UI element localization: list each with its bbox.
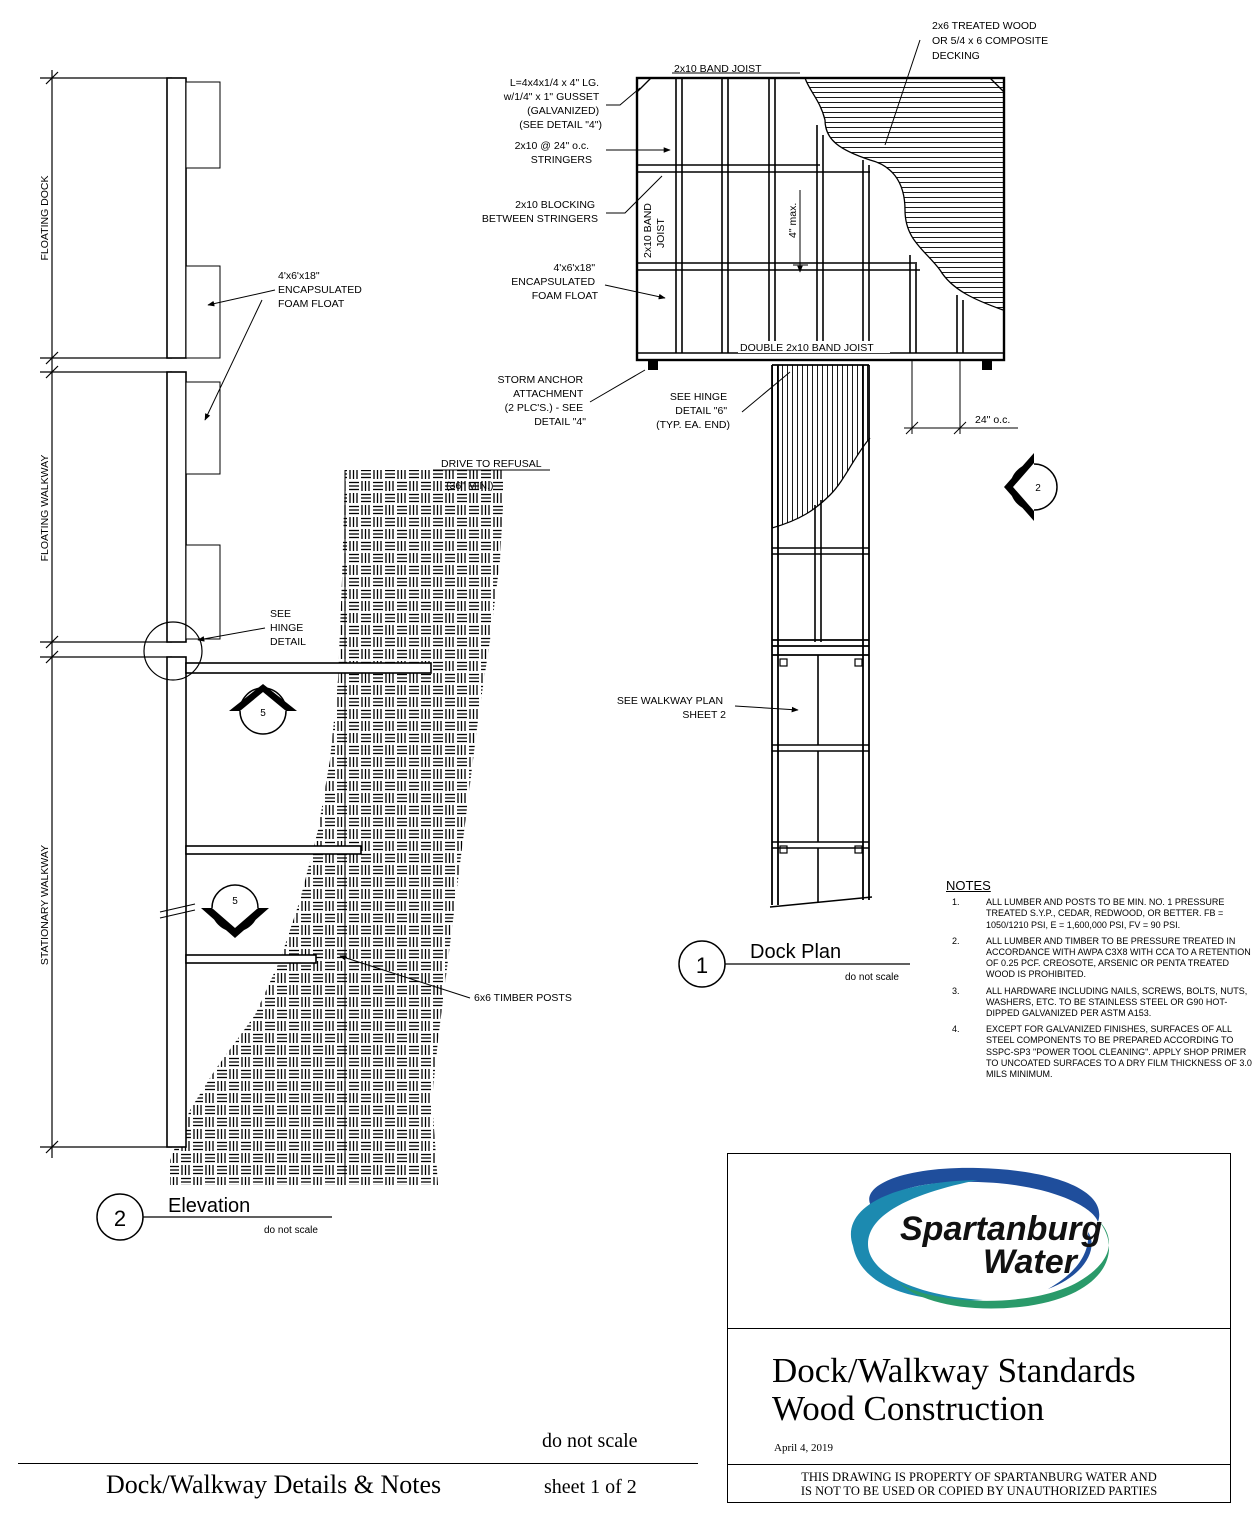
plan-leaders [589, 39, 921, 713]
svg-text:Dock Plan: Dock Plan [750, 941, 841, 963]
svg-text:2: 2 [1035, 483, 1041, 494]
section-marker-upper: 5 [229, 684, 297, 735]
band-joist-side-label-1: 2x10 BAND [642, 203, 654, 258]
storm-anchor-label: STORM ANCHOR ATTACHMENT (2 PLC'S.) - SEE… [498, 374, 587, 428]
walkway-frame [769, 364, 873, 908]
note-item: 4. Except for galvanized finishes, surfa… [946, 1024, 1252, 1080]
hinge-detail-circle [143, 621, 203, 681]
elev-float-label: 4'x6'x18" ENCAPSULATED FOAM FLOAT [278, 270, 365, 310]
svg-text:do not scale: do not scale [264, 1225, 318, 1236]
spacing-label: 24" o.c. [975, 414, 1010, 426]
elevation-view-title: 2 Elevation do not scale [96, 1193, 332, 1241]
note-item: 3. All hardware including nails, screws,… [946, 986, 1252, 1020]
note-number: 4. [952, 1024, 960, 1035]
max-label: 4" max. [787, 203, 799, 238]
elevation-leaders [197, 289, 550, 999]
max-dimension [793, 190, 808, 273]
property-notice-line-2: is not to be used or copied by unauthori… [800, 1484, 1158, 1498]
spartanburg-water-logo: Spartanburg Water [850, 1167, 1110, 1309]
elevation-dimension [40, 70, 172, 1158]
note-item: 1. All lumber and posts to be min. no. 1… [946, 897, 1252, 931]
blocking-label: 2x10 BLOCKING BETWEEN STRINGERS [482, 199, 598, 225]
svg-text:5: 5 [232, 896, 238, 907]
note-item: 2. All lumber and timber to be pressure … [946, 936, 1252, 981]
section-marker-lower: 5 [201, 884, 269, 938]
storm-anchors [648, 360, 992, 370]
dim-label-floating-walkway: FLOATING WALKWAY [39, 455, 51, 562]
plan-float-label: 4'x6'x18" ENCAPSULATED FOAM FLOAT [511, 262, 598, 302]
walkway-decking-hatch [772, 365, 870, 528]
property-notice: This drawing is property of Spartanburg … [728, 1464, 1230, 1502]
drawing-title: Dock/Walkway Standards Wood Construction [772, 1352, 1136, 1428]
corner-angle-label: L=4x4x1/4 x 4" LG. w/1/4" x 1" GUSSET (G… [503, 77, 602, 131]
title-block: Spartanburg Water Dock/Walkway Standards… [727, 1153, 1231, 1503]
footer-rule [18, 1463, 698, 1464]
logo-panel: Spartanburg Water [728, 1154, 1230, 1329]
svg-text:Elevation: Elevation [168, 1195, 250, 1217]
notes-heading: NOTES [946, 878, 991, 893]
plan-section-marker: 2 [1004, 453, 1058, 521]
dock-plan-view: 2x10 BAND JOIST 2x6 TREATED WOOD OR 5/4 … [482, 20, 1058, 988]
sheet-title: Dock/Walkway Details & Notes [106, 1470, 442, 1499]
plan-view-title: 1 Dock Plan do not scale [678, 940, 910, 988]
walkway-plan-label: SEE WALKWAY PLAN SHEET 2 [617, 695, 726, 721]
svg-text:2: 2 [114, 1206, 126, 1231]
note-text: All lumber and timber to be pressure tre… [986, 935, 1251, 980]
stringers-label: 2x10 @ 24" o.c. STRINGERS [515, 140, 592, 166]
double-band-label: DOUBLE 2x10 BAND JOIST [740, 342, 874, 354]
notes-block: NOTES 1. All lumber and posts to be min.… [946, 878, 1252, 1085]
elev-hinge-label: SEE HINGE DETAIL [270, 608, 306, 648]
svg-text:do not scale: do not scale [845, 972, 899, 983]
drawing-title-line-2: Wood Construction [772, 1389, 1045, 1428]
soil-hatch [170, 470, 505, 1185]
logo-word-2: Water [983, 1243, 1079, 1281]
dock-frame [635, 76, 1006, 362]
dim-label-stationary-walkway: STATIONARY WALKWAY [39, 845, 51, 965]
logo-word-1: Spartanburg [900, 1210, 1102, 1248]
svg-text:1: 1 [696, 953, 708, 978]
drawing-date: April 4, 2019 [774, 1442, 833, 1454]
plan-hinge-label: SEE HINGE DETAIL "6" (TYP. EA. END) [656, 391, 730, 431]
footer-do-not-scale: do not scale [542, 1430, 638, 1452]
note-number: 2. [952, 935, 960, 946]
dock-elevation [159, 77, 432, 1148]
note-text: All lumber and posts to be min. no. 1 pr… [986, 897, 1225, 930]
spacing-dimension [904, 360, 1018, 435]
double-band-mask [738, 341, 890, 353]
logo-swoosh-teal [850, 1180, 983, 1301]
logo-swoosh-blue [869, 1167, 1100, 1222]
property-notice-line-1: This drawing is property of Spartanburg … [801, 1470, 1157, 1484]
drawing-title-line-1: Dock/Walkway Standards [772, 1351, 1136, 1390]
note-number: 3. [952, 985, 960, 996]
elevation-view: FLOATING DOCK FLOATING WALKWAY STATIONAR… [39, 70, 572, 1241]
band-joist-side-label-2: JOIST [655, 218, 667, 248]
svg-text:5: 5 [260, 708, 266, 719]
note-text: All hardware including nails, screws, bo… [986, 985, 1248, 1019]
sheet-number: sheet 1 of 2 [544, 1476, 637, 1498]
dim-label-floating-dock: FLOATING DOCK [39, 176, 51, 261]
decking-label: 2x6 TREATED WOOD OR 5/4 x 6 COMPOSITE DE… [932, 20, 1051, 62]
note-number: 1. [952, 897, 960, 908]
timber-posts-label: 6x6 TIMBER POSTS [474, 992, 572, 1004]
band-joist-top-label: 2x10 BAND JOIST [674, 63, 762, 75]
refusal-label: DRIVE TO REFUSAL (36" MIN.) [441, 458, 544, 492]
note-text: Except for galvanized finishes, surfaces… [986, 1024, 1252, 1080]
